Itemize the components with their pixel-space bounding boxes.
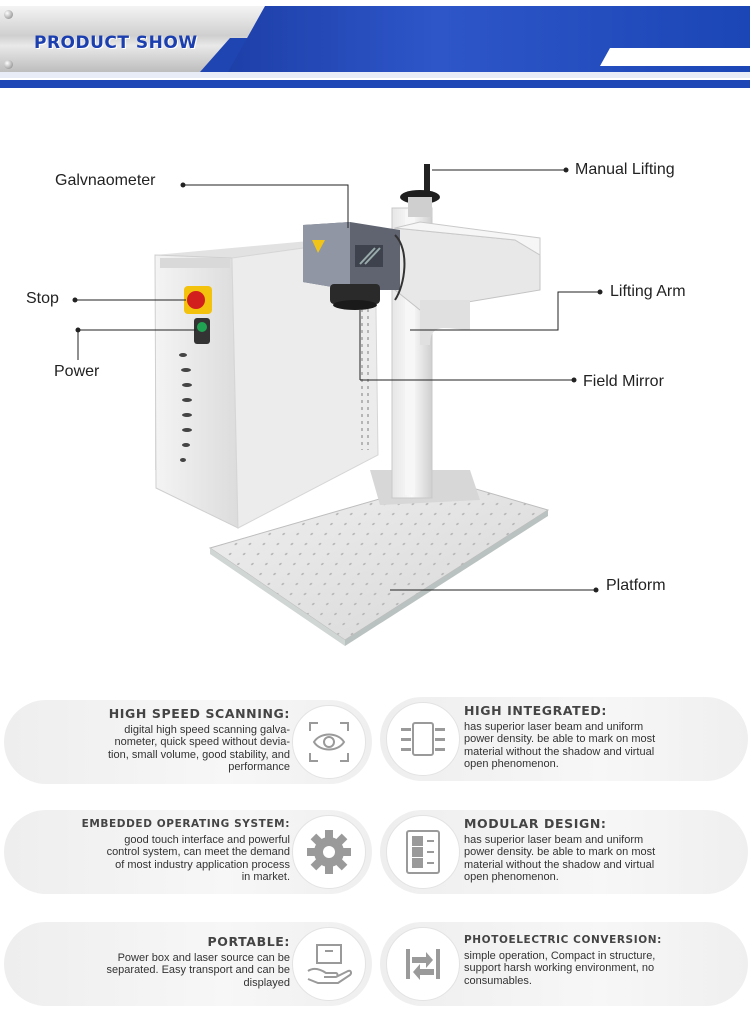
galvanometer-head [303, 222, 406, 310]
feature-card-high-integrated: HIGH INTEGRATED: has superior laser beam… [380, 697, 748, 781]
chip-icon [386, 702, 460, 776]
feature-title: PORTABLE: [207, 934, 290, 949]
callout-dots [72, 167, 603, 593]
feature-desc-line: Power box and laser source can be [117, 951, 290, 964]
feature-desc-line: simple operation, Compact in structure, [464, 949, 656, 962]
feature-desc-line: power density. be able to mark on most [464, 733, 656, 745]
feature-desc-line: in market. [241, 871, 290, 883]
feature-desc-line: open phenomenon. [464, 871, 559, 883]
page-title: PRODUCT SHOW [34, 33, 198, 53]
feature-desc-line: power density. be able to mark on most [464, 846, 656, 858]
stop-button [184, 286, 212, 314]
feature-title: MODULAR DESIGN: [464, 816, 607, 831]
feature-desc-line: separated. Easy transport and can be [106, 964, 290, 976]
banner-white-slab [600, 48, 750, 66]
feature-title: PHOTOELECTRIC CONVERSION: [464, 934, 662, 946]
gear-icon [292, 815, 366, 889]
feature-desc-line: tion, small volume, good stability, and [108, 748, 290, 761]
banner-light-rule [0, 72, 750, 78]
feature-card-embedded-os: EMBEDDED OPERATING SYSTEM: good touch in… [4, 810, 372, 894]
platform-plate [208, 479, 550, 646]
feature-card-high-speed-scanning: HIGH SPEED SCANNING: digital high speed … [4, 700, 372, 784]
feature-desc-line: open phenomenon. [464, 758, 559, 770]
callout-leaders [75, 169, 600, 591]
product-show-banner: PRODUCT SHOW [0, 0, 750, 92]
feature-title: HIGH INTEGRATED: [464, 703, 607, 718]
modules-icon [386, 815, 460, 889]
feature-desc-line: consumables. [464, 974, 532, 987]
feature-card-photoelectric-conversion: PHOTOELECTRIC CONVERSION: simple operati… [380, 922, 748, 1006]
callout-galvanometer: Galvnaometer [55, 172, 156, 189]
callout-lifting-arm: Lifting Arm [610, 283, 686, 300]
banner-blue-rule [0, 80, 750, 88]
feature-desc-line: nometer, quick speed without devia- [114, 736, 291, 748]
power-button [194, 318, 210, 344]
feature-desc-line: material without the shadow and virtual [464, 858, 655, 871]
feature-desc-line: material without the shadow and virtual [464, 745, 655, 758]
feature-desc-line: support harsh working environment, no [464, 962, 655, 974]
feature-desc-line: control system, can meet the demand [106, 846, 290, 858]
laser-marking-machine-figure: Galvnaometer Manual Lifting Stop Lifting… [0, 100, 750, 670]
eye-scan-icon [292, 705, 366, 779]
feature-desc-line: has superior laser beam and uniform [464, 833, 644, 846]
feature-desc-line: of most industry application process [115, 858, 290, 871]
callout-power: Power [54, 363, 100, 380]
box-in-hand-icon [292, 927, 366, 1001]
feature-title: HIGH SPEED SCANNING: [108, 706, 290, 721]
feature-title: EMBEDDED OPERATING SYSTEM: [81, 818, 290, 830]
callout-stop: Stop [26, 290, 59, 307]
feature-desc-line: good touch interface and powerful [124, 833, 290, 846]
feature-desc-line: performance [228, 761, 290, 773]
callout-platform: Platform [606, 577, 666, 594]
control-box [154, 235, 379, 529]
callout-manual-lifting: Manual Lifting [575, 161, 675, 178]
lifting-arm [394, 221, 541, 345]
feature-desc-line: digital high speed scanning galva- [124, 723, 290, 736]
manual-lifting-wheel [400, 164, 440, 217]
machine-illustration [72, 164, 603, 646]
feature-desc-line: displayed [243, 976, 290, 989]
feature-desc-line: has superior laser beam and uniform [464, 720, 644, 733]
screw-icon [4, 60, 13, 69]
conversion-arrows-icon [386, 927, 460, 1001]
feature-card-portable: PORTABLE: Power box and laser source can… [4, 922, 372, 1006]
screw-icon [4, 10, 13, 19]
callout-field-mirror: Field Mirror [583, 373, 664, 390]
feature-card-modular-design: MODULAR DESIGN: has superior laser beam … [380, 810, 748, 894]
